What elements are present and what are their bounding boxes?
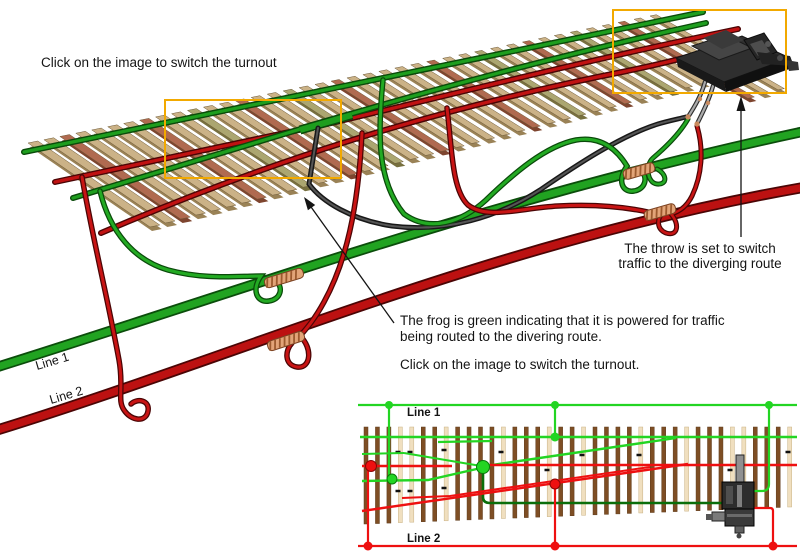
schematic-switch-machine [706, 454, 755, 539]
machine-green-lead [646, 117, 690, 186]
switch-machine-3d[interactable] [674, 30, 799, 92]
frog-note-line1: The frog is green indicating that it is … [400, 313, 725, 328]
machine-wire-silver-2 [695, 84, 715, 126]
feeder-red-mid [285, 131, 364, 369]
rails [21, 9, 744, 236]
bus-wire-line1 [0, 126, 800, 372]
schematic-feeders [366, 405, 775, 545]
instruction-top: Click on the image to switch the turnout [41, 55, 277, 70]
schematic-line2-label: Line 2 [407, 533, 440, 545]
schematic-gap-marks [395, 448, 791, 493]
solder-coils [263, 162, 677, 352]
schematic[interactable]: Line 1 Line 2 [358, 401, 797, 551]
instruction-bottom: Click on the image to switch the turnout… [400, 357, 639, 372]
arrow-to-machine [736, 96, 746, 237]
feeder-green-mid [378, 78, 647, 226]
feeder-red-right [445, 106, 650, 214]
throw-note-line1: The throw is set to switch [624, 241, 776, 256]
schematic-line1-label: Line 1 [407, 407, 441, 419]
schematic-frog-dot [476, 460, 490, 474]
schematic-frog-wire [481, 470, 723, 505]
highlight-box-frog [164, 99, 342, 179]
arrow-to-frog [304, 197, 395, 324]
frog-wire-black [307, 116, 687, 229]
throw-note-line2: traffic to the diverging route [618, 256, 781, 271]
feeder-green-left [98, 189, 282, 303]
feeder-wires [79, 77, 716, 422]
schematic-junction-dots [363, 401, 778, 551]
machine-wire-silver-1 [686, 80, 707, 119]
highlight-box-machine [612, 9, 787, 94]
feeder-red-left [80, 175, 150, 421]
frog-note-line2: being routed to the divering route. [400, 329, 602, 344]
